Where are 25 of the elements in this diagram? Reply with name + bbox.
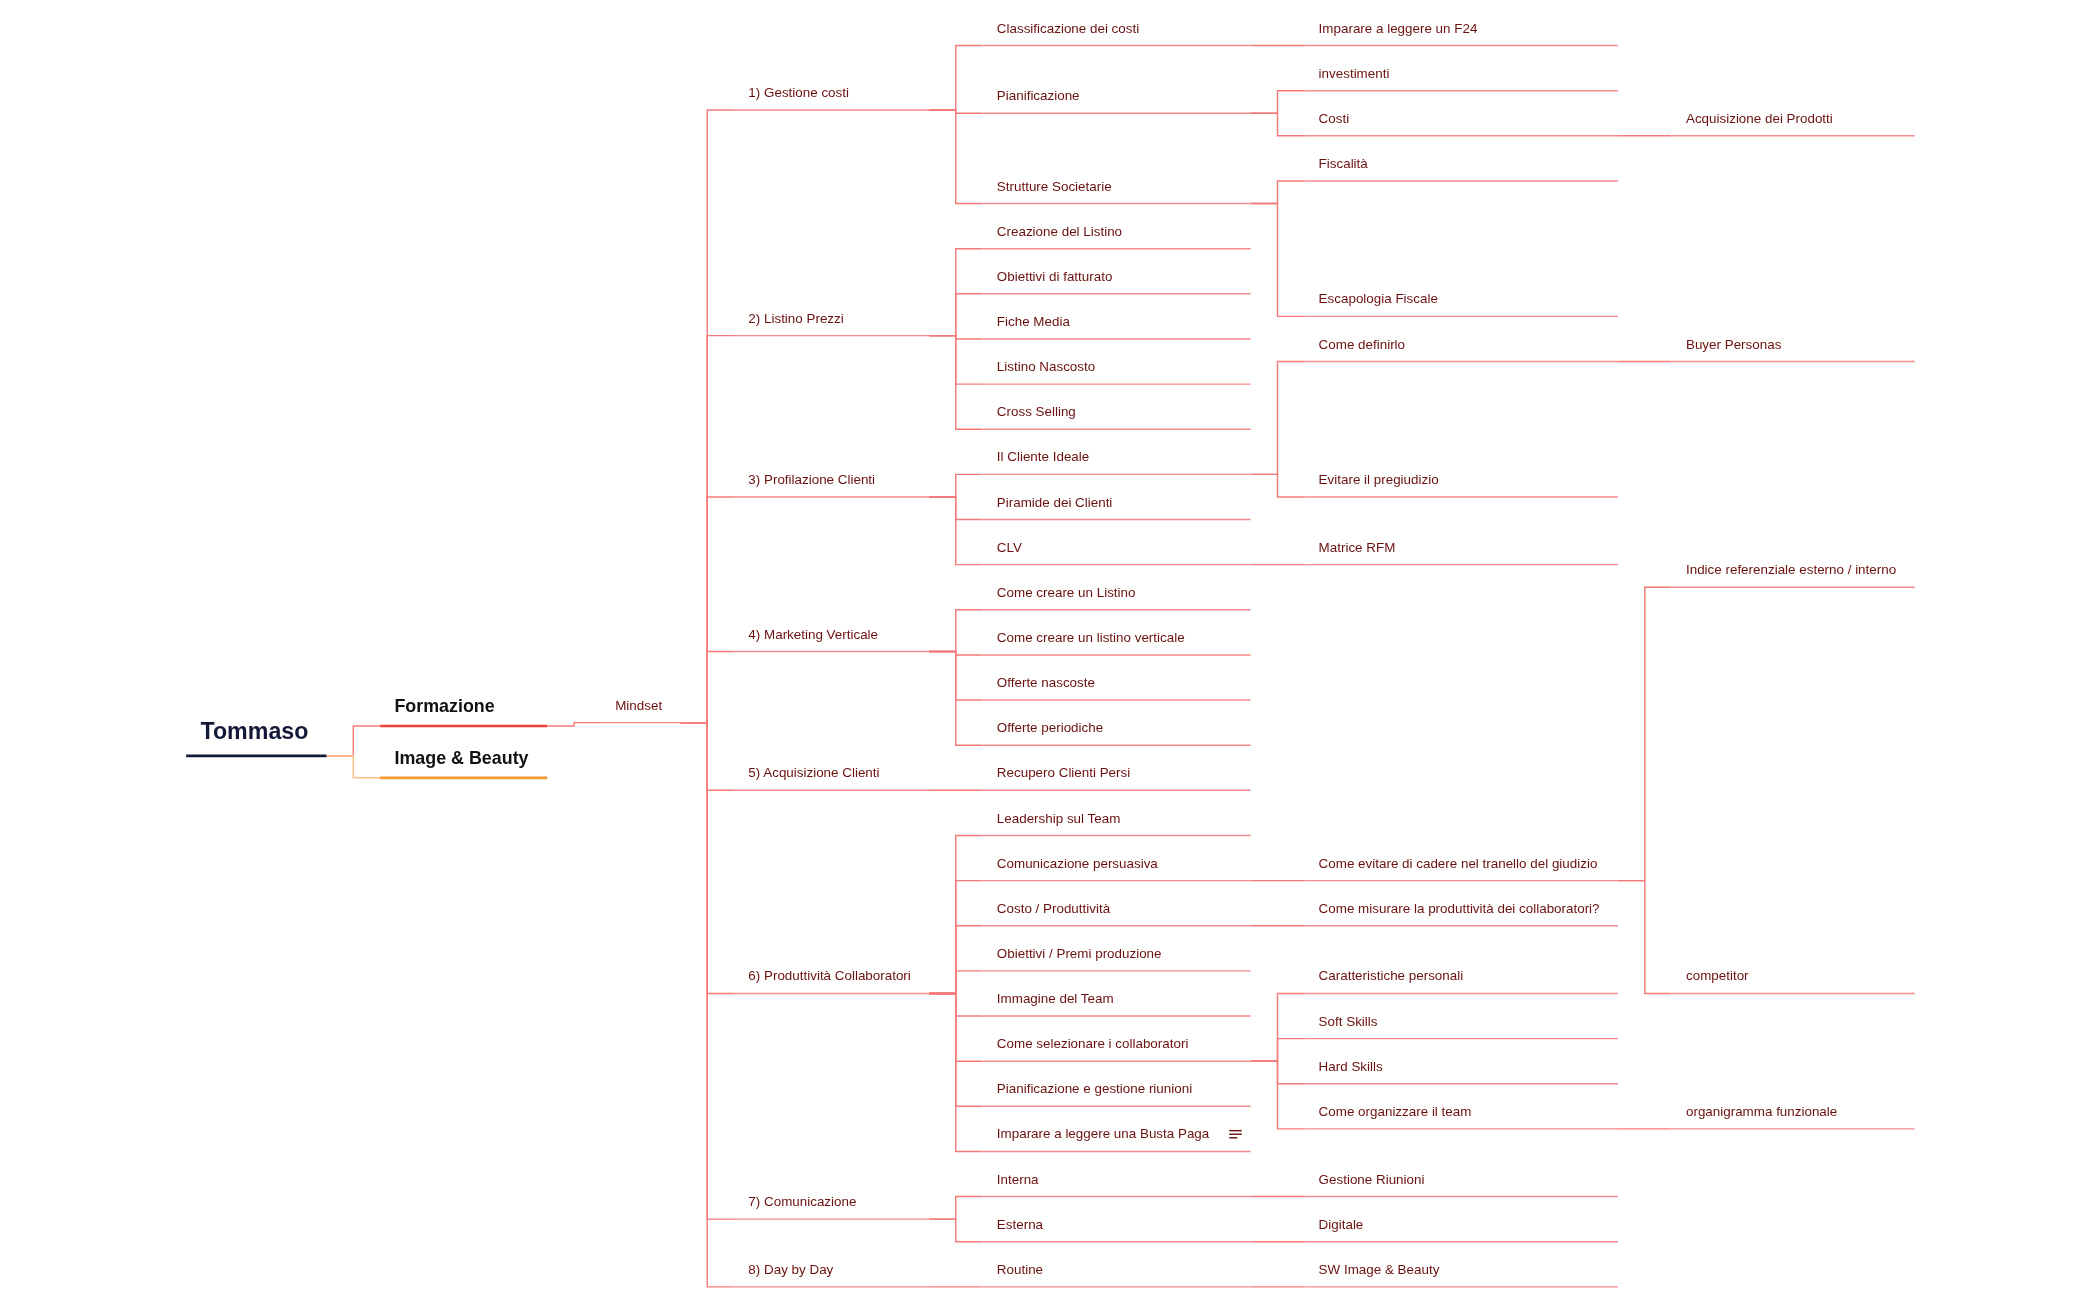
connector bbox=[1616, 360, 1672, 363]
connector bbox=[927, 109, 983, 205]
connector bbox=[1249, 879, 1305, 882]
connector bbox=[1616, 135, 1672, 137]
connector bbox=[1249, 1060, 1305, 1130]
connector bbox=[927, 1218, 983, 1243]
connector bbox=[546, 721, 602, 727]
connector bbox=[1249, 473, 1305, 498]
connector bbox=[1616, 1128, 1672, 1130]
connector bbox=[1249, 1286, 1305, 1288]
connector bbox=[1249, 44, 1305, 47]
connector bbox=[927, 992, 983, 1153]
connector bbox=[927, 334, 983, 430]
connector bbox=[1249, 925, 1305, 927]
connector bbox=[927, 650, 983, 746]
connector bbox=[325, 755, 381, 779]
connector bbox=[1616, 879, 1672, 995]
connector bbox=[1249, 563, 1305, 566]
connector bbox=[1249, 1195, 1305, 1198]
connector bbox=[927, 496, 983, 566]
connector bbox=[927, 1286, 983, 1288]
connector bbox=[1249, 1241, 1305, 1243]
connector bbox=[1249, 112, 1305, 137]
connector bbox=[927, 789, 983, 792]
connector bbox=[1249, 202, 1305, 318]
